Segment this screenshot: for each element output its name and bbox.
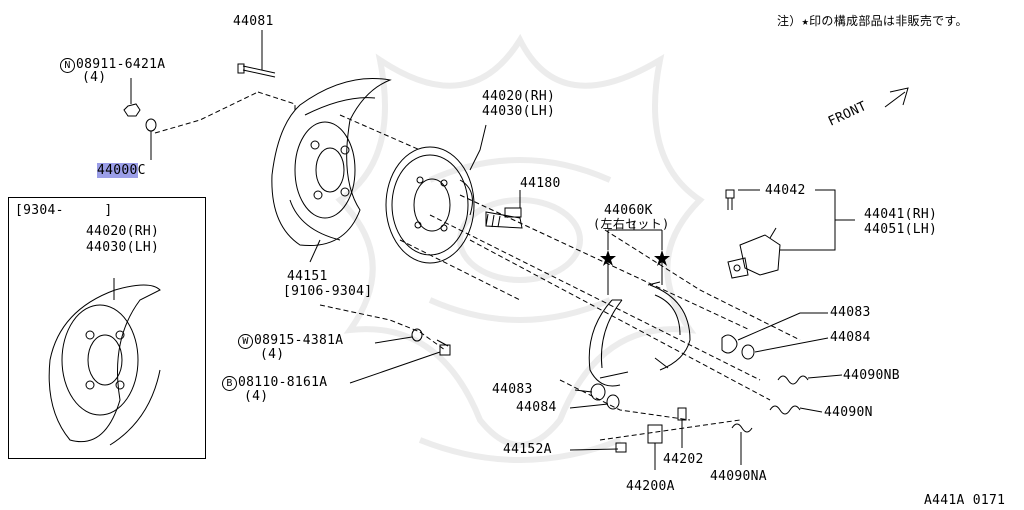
spring-44083-left bbox=[590, 383, 606, 401]
circle-b-icon: B bbox=[222, 376, 237, 391]
label-44051: 44051(LH) bbox=[864, 222, 938, 237]
label-44090NB: 44090NB bbox=[843, 368, 900, 383]
note-text: 注）★印の構成部品は非販売です。 bbox=[777, 14, 968, 28]
cylinder-44200A bbox=[647, 424, 663, 452]
label-44180: 44180 bbox=[520, 176, 561, 191]
label-08110-qty: (4) bbox=[244, 389, 269, 404]
label-44152A: 44152A bbox=[503, 442, 552, 457]
watermark-emblem bbox=[335, 33, 705, 463]
label-44084-right: 44084 bbox=[830, 330, 871, 345]
label-44000: 44000C bbox=[97, 163, 146, 178]
label-44020: 44020(RH) bbox=[482, 89, 556, 104]
label-44083-right: 44083 bbox=[830, 305, 871, 320]
inset-panel bbox=[8, 197, 206, 459]
label-44090NA: 44090NA bbox=[710, 469, 767, 484]
bolt-44042 bbox=[725, 189, 735, 210]
label-44042: 44042 bbox=[765, 183, 806, 198]
backing-plate-44151 bbox=[271, 77, 392, 247]
circle-n-icon: N bbox=[60, 58, 75, 73]
label-08911-qty: (4) bbox=[82, 70, 107, 85]
label-44060K-sub: (左右セット) bbox=[593, 217, 670, 231]
label-44151-range: [9106-9304] bbox=[283, 284, 373, 299]
pin-44202 bbox=[677, 407, 687, 421]
label-44081: 44081 bbox=[233, 14, 274, 29]
adjuster-44180 bbox=[485, 207, 523, 229]
leader-lines bbox=[130, 30, 855, 470]
brake-shoe-rear bbox=[647, 281, 691, 371]
brake-shoe-front bbox=[588, 299, 629, 387]
cup-44084-right bbox=[741, 344, 755, 360]
spring-44090NA bbox=[731, 423, 753, 433]
spring-44090N bbox=[769, 405, 801, 415]
star-icons bbox=[600, 250, 670, 266]
label-44090N: 44090N bbox=[824, 405, 873, 420]
bracket-44041 bbox=[727, 227, 781, 279]
label-44060K: 44060K bbox=[604, 203, 653, 218]
bolt-08110 bbox=[436, 339, 451, 356]
label-44151: 44151 bbox=[287, 269, 328, 284]
label-08915-number: 08915-4381A bbox=[254, 333, 344, 348]
nut-08911 bbox=[123, 103, 157, 132]
circle-w-icon: W bbox=[238, 334, 253, 349]
assembly-guide-lines bbox=[154, 91, 801, 441]
pin-44152A bbox=[615, 442, 627, 453]
spring-44083-right bbox=[721, 334, 738, 354]
cup-44084-left bbox=[606, 394, 620, 410]
label-08110-number: 08110-8161A bbox=[238, 375, 328, 390]
label-44000-suffix: C bbox=[137, 163, 146, 178]
label-44200A: 44200A bbox=[626, 479, 675, 494]
label-44030: 44030(LH) bbox=[482, 104, 556, 119]
label-44041: 44041(RH) bbox=[864, 207, 938, 222]
front-arrow-icon bbox=[884, 87, 909, 108]
inset-label-44030: 44030(LH) bbox=[86, 240, 160, 255]
label-08911-number: 08911-6421A bbox=[76, 57, 166, 72]
label-44202: 44202 bbox=[663, 452, 704, 467]
label-44084-left: 44084 bbox=[516, 400, 557, 415]
highlighted-part-number[interactable]: 44000 bbox=[97, 163, 138, 178]
inset-label-44020: 44020(RH) bbox=[86, 224, 160, 239]
inset-range: [9304- ] bbox=[15, 203, 113, 218]
inset-backing-plate bbox=[48, 278, 161, 446]
spring-44090NB bbox=[777, 375, 809, 385]
figure-id: A441A 0171 bbox=[924, 493, 1006, 508]
label-44083-left: 44083 bbox=[492, 382, 533, 397]
label-08915-qty: (4) bbox=[260, 347, 285, 362]
washer-08915 bbox=[411, 328, 423, 342]
backing-plate-44020 bbox=[385, 146, 475, 264]
bolt-44081 bbox=[237, 63, 276, 78]
